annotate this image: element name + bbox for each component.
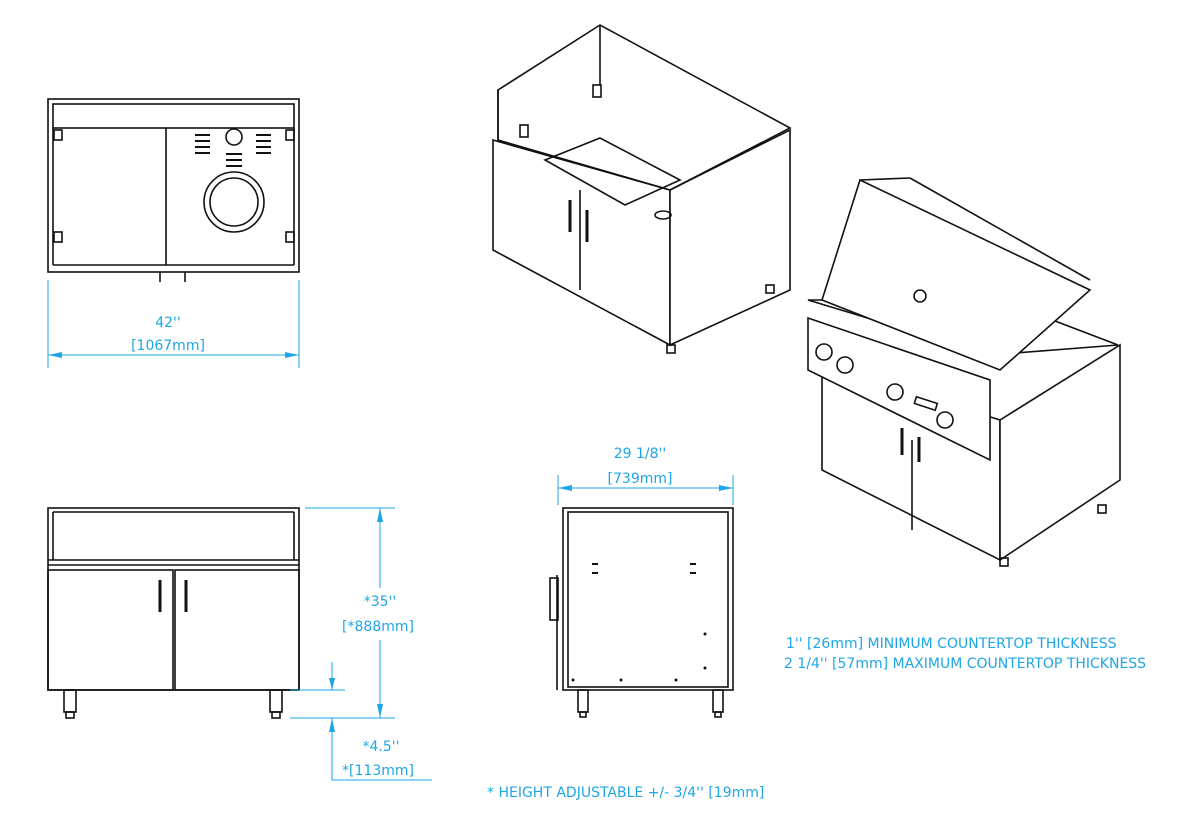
height-mm-label: [*888mm]	[342, 619, 414, 635]
min-thickness-note: 1'' [26mm] MINIMUM COUNTERTOP THICKNESS	[786, 636, 1117, 652]
depth-dimension	[557, 475, 734, 505]
height-dimension	[290, 507, 432, 781]
width-mm-label: [1067mm]	[131, 338, 205, 354]
leg-mm-label: *[113mm]	[342, 763, 414, 779]
depth-mm-label: [739mm]	[607, 471, 673, 487]
side-view	[549, 507, 734, 718]
depth-inches-label: 29 1/8''	[613, 446, 667, 462]
isometric-grill	[807, 177, 1121, 567]
top-view	[47, 98, 300, 282]
max-thickness-note: 2 1/4'' [57mm] MAXIMUM COUNTERTOP THICKN…	[784, 656, 1147, 672]
height-inches-label: *35''	[363, 594, 397, 610]
leg-inches-label: *4.5''	[362, 739, 400, 755]
width-inches-label: 42''	[155, 315, 181, 331]
width-dimension	[47, 280, 300, 368]
front-view	[47, 507, 300, 719]
height-adjustable-note: * HEIGHT ADJUSTABLE +/- 3/4'' [19mm]	[487, 785, 765, 801]
isometric-cart	[492, 24, 792, 354]
